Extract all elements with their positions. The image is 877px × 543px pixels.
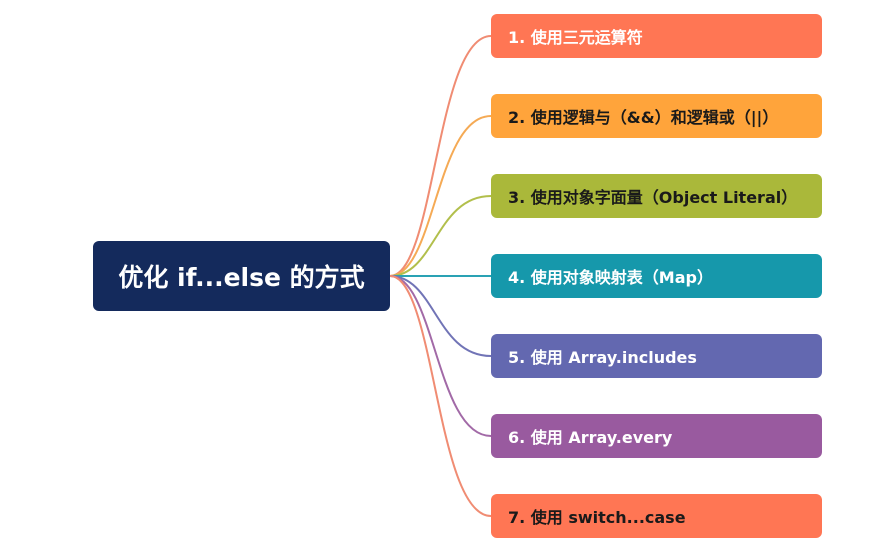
- center-topic[interactable]: 优化 if...else 的方式: [93, 241, 390, 311]
- branch-6[interactable]: 6. 使用 Array.every: [491, 414, 822, 458]
- branch-1[interactable]: 1. 使用三元运算符: [491, 14, 822, 58]
- branch-3-label: 3. 使用对象字面量（Object Literal）: [508, 188, 798, 207]
- branch-2[interactable]: 2. 使用逻辑与（&&）和逻辑或（||）: [491, 94, 822, 138]
- branch-4-label: 4. 使用对象映射表（Map）: [508, 268, 713, 287]
- branch-7[interactable]: 7. 使用 switch...case: [491, 494, 822, 538]
- connector-5: [389, 275, 492, 357]
- connector-1: [389, 35, 492, 277]
- connector-7: [389, 275, 492, 517]
- branch-3[interactable]: 3. 使用对象字面量（Object Literal）: [491, 174, 822, 218]
- branch-1-label: 1. 使用三元运算符: [508, 28, 643, 47]
- branch-6-label: 6. 使用 Array.every: [508, 428, 673, 447]
- branch-5-label: 5. 使用 Array.includes: [508, 348, 697, 367]
- branch-4[interactable]: 4. 使用对象映射表（Map）: [491, 254, 822, 298]
- center-topic-label: 优化 if...else 的方式: [118, 263, 365, 292]
- connector-2: [389, 115, 492, 277]
- branch-2-label: 2. 使用逻辑与（&&）和逻辑或（||）: [508, 108, 779, 127]
- branch-5[interactable]: 5. 使用 Array.includes: [491, 334, 822, 378]
- connector-3: [389, 195, 492, 277]
- connector-6: [389, 275, 492, 437]
- branch-7-label: 7. 使用 switch...case: [508, 508, 686, 527]
